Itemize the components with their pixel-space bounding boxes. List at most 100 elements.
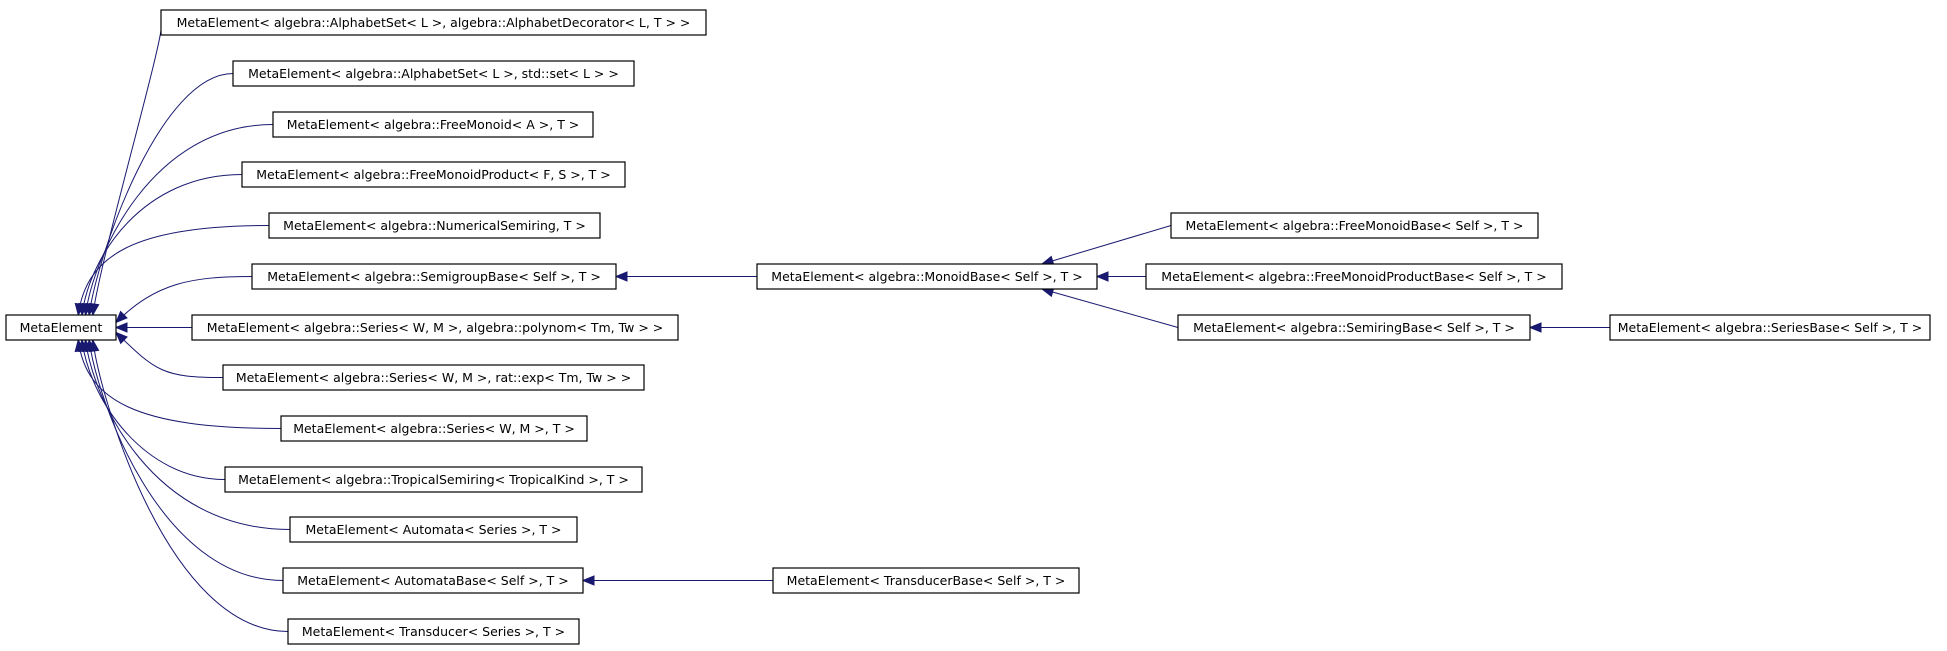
class-node-box <box>232 60 635 87</box>
class-node-seriesbase[interactable]: MetaElement< algebra::SeriesBase< Self >… <box>1609 314 1931 341</box>
edge-arrowhead <box>1528 322 1542 333</box>
inheritance-edge-monoidbase-to-semigroupbase <box>614 271 757 282</box>
class-node-box <box>272 111 594 138</box>
class-node-box <box>1177 314 1531 341</box>
inheritance-edge-transducer-to-meta <box>89 338 289 632</box>
edge-line <box>1041 288 1179 328</box>
class-node-label: MetaElement< algebra::Series< W, M >, T … <box>293 421 575 436</box>
edge-line <box>88 73 234 316</box>
class-node-label: MetaElement< algebra::NumericalSemiring,… <box>283 218 586 233</box>
inheritance-edge-semigroupbase-to-meta <box>115 276 253 324</box>
class-node-series-t[interactable]: MetaElement< algebra::Series< W, M >, T … <box>280 415 588 442</box>
class-node-label: MetaElement< Automata< Series >, T > <box>305 522 561 537</box>
class-node-transducerbase[interactable]: MetaElement< TransducerBase< Self >, T > <box>772 567 1080 594</box>
edge-line <box>92 339 289 632</box>
class-node-label: MetaElement< algebra::AlphabetSet< L >, … <box>248 66 619 81</box>
edge-arrowhead <box>115 310 128 324</box>
class-node-label: MetaElement< algebra::SemigroupBase< Sel… <box>267 269 601 284</box>
class-node-semiringbase[interactable]: MetaElement< algebra::SemiringBase< Self… <box>1177 314 1531 341</box>
inheritance-edge-series-exp-to-meta <box>115 331 224 378</box>
edge-line <box>88 339 284 581</box>
inheritance-edge-alpha-std-to-meta <box>85 73 234 317</box>
class-node-freemonoidbase[interactable]: MetaElement< algebra::FreeMonoidBase< Se… <box>1170 212 1539 239</box>
edge-line <box>115 276 253 323</box>
class-node-label: MetaElement< algebra::Series< W, M >, ra… <box>236 370 631 385</box>
edge-line <box>115 332 224 378</box>
edge-arrowhead <box>614 271 628 282</box>
inheritance-edge-freemonoidbase-to-monoidbase <box>1040 225 1172 266</box>
class-node-alpha-std[interactable]: MetaElement< algebra::AlphabetSet< L >, … <box>232 60 635 87</box>
edge-line <box>1041 225 1172 265</box>
class-node-label: MetaElement< algebra::Series< W, M >, al… <box>207 320 664 335</box>
nodes-layer: MetaElement MetaElement< algebra::Alphabe… <box>5 9 1931 645</box>
class-node-box <box>289 516 578 543</box>
class-node-automatabase[interactable]: MetaElement< AutomataBase< Self >, T > <box>282 567 584 594</box>
class-node-label: MetaElement< algebra::FreeMonoid< A >, T… <box>287 117 580 132</box>
edge-line <box>77 225 270 316</box>
edge-line <box>85 124 274 316</box>
class-node-label: MetaElement< TransducerBase< Self >, T > <box>787 573 1066 588</box>
inheritance-edge-freemonoid-to-meta <box>81 124 274 317</box>
inheritance-edge-transducerbase-to-automatabase <box>581 575 773 586</box>
edge-arrowhead <box>114 322 128 333</box>
class-node-box <box>1609 314 1931 341</box>
class-node-label: MetaElement< Transducer< Series >, T > <box>302 624 565 639</box>
edge-line <box>77 339 282 429</box>
class-node-label: MetaElement< algebra::FreeMonoidBase< Se… <box>1186 218 1524 233</box>
edges-layer <box>74 22 1610 632</box>
edge-line <box>81 174 243 316</box>
inheritance-edge-numerical-to-meta <box>74 225 270 317</box>
class-node-box <box>224 466 643 493</box>
class-node-label: MetaElement< algebra::TropicalSemiring< … <box>238 472 629 487</box>
edge-arrowhead <box>581 575 595 586</box>
class-node-box <box>191 314 679 341</box>
inheritance-edge-freemonoidproduct-to-meta <box>78 174 243 317</box>
class-node-semigroupbase[interactable]: MetaElement< algebra::SemigroupBase< Sel… <box>251 263 617 290</box>
class-node-freemonoidproduct[interactable]: MetaElement< algebra::FreeMonoidProduct<… <box>241 161 626 188</box>
inheritance-edge-series-polynom-to-meta <box>114 322 192 333</box>
edge-arrowhead <box>1095 271 1109 282</box>
class-node-box <box>251 263 617 290</box>
class-node-numerical[interactable]: MetaElement< algebra::NumericalSemiring,… <box>268 212 601 239</box>
class-node-label: MetaElement< algebra::FreeMonoidProduct<… <box>256 167 611 182</box>
edge-line <box>84 339 291 530</box>
class-node-transducer[interactable]: MetaElement< Transducer< Series >, T > <box>287 618 580 645</box>
class-node-box <box>160 9 707 36</box>
class-node-label: MetaElement< algebra::AlphabetSet< L >, … <box>177 15 691 30</box>
class-node-box <box>1170 212 1539 239</box>
class-node-box <box>756 263 1098 290</box>
inheritance-edge-tropical-to-meta <box>78 338 226 480</box>
class-node-label: MetaElement< algebra::SemiringBase< Self… <box>1193 320 1515 335</box>
class-node-box <box>222 364 645 391</box>
class-node-label: MetaElement< AutomataBase< Self >, T > <box>297 573 569 588</box>
class-node-box <box>280 415 588 442</box>
class-node-box <box>287 618 580 645</box>
class-node-box <box>1145 263 1563 290</box>
class-node-label: MetaElement< algebra::FreeMonoidProductB… <box>1161 269 1546 284</box>
edge-line <box>92 22 163 316</box>
class-node-automata[interactable]: MetaElement< Automata< Series >, T > <box>289 516 578 543</box>
class-node-freemonoidproductbase[interactable]: MetaElement< algebra::FreeMonoidProductB… <box>1145 263 1563 290</box>
inheritance-edge-seriesbase-to-semiringbase <box>1528 322 1610 333</box>
class-node-monoidbase[interactable]: MetaElement< algebra::MonoidBase< Self >… <box>756 263 1098 290</box>
inheritance-edge-semiringbase-to-monoidbase <box>1040 287 1179 328</box>
class-node-meta[interactable]: MetaElement <box>5 314 117 341</box>
class-node-label: MetaElement< algebra::SeriesBase< Self >… <box>1618 320 1922 335</box>
inheritance-edge-freemonoidproductbase-to-monoidbase <box>1095 271 1146 282</box>
inheritance-edge-alpha-deco-to-meta <box>89 22 163 317</box>
edge-line <box>81 339 226 480</box>
class-node-tropical[interactable]: MetaElement< algebra::TropicalSemiring< … <box>224 466 643 493</box>
class-node-series-exp[interactable]: MetaElement< algebra::Series< W, M >, ra… <box>222 364 645 391</box>
class-node-box <box>282 567 584 594</box>
edge-arrowhead <box>74 302 86 317</box>
class-node-box <box>772 567 1080 594</box>
class-node-alpha-deco[interactable]: MetaElement< algebra::AlphabetSet< L >, … <box>160 9 707 36</box>
class-node-label: MetaElement <box>20 320 103 335</box>
class-node-box <box>268 212 601 239</box>
class-node-series-polynom[interactable]: MetaElement< algebra::Series< W, M >, al… <box>191 314 679 341</box>
class-node-box <box>241 161 626 188</box>
edge-arrowhead <box>115 331 128 345</box>
class-node-box <box>5 314 117 341</box>
class-node-freemonoid[interactable]: MetaElement< algebra::FreeMonoid< A >, T… <box>272 111 594 138</box>
